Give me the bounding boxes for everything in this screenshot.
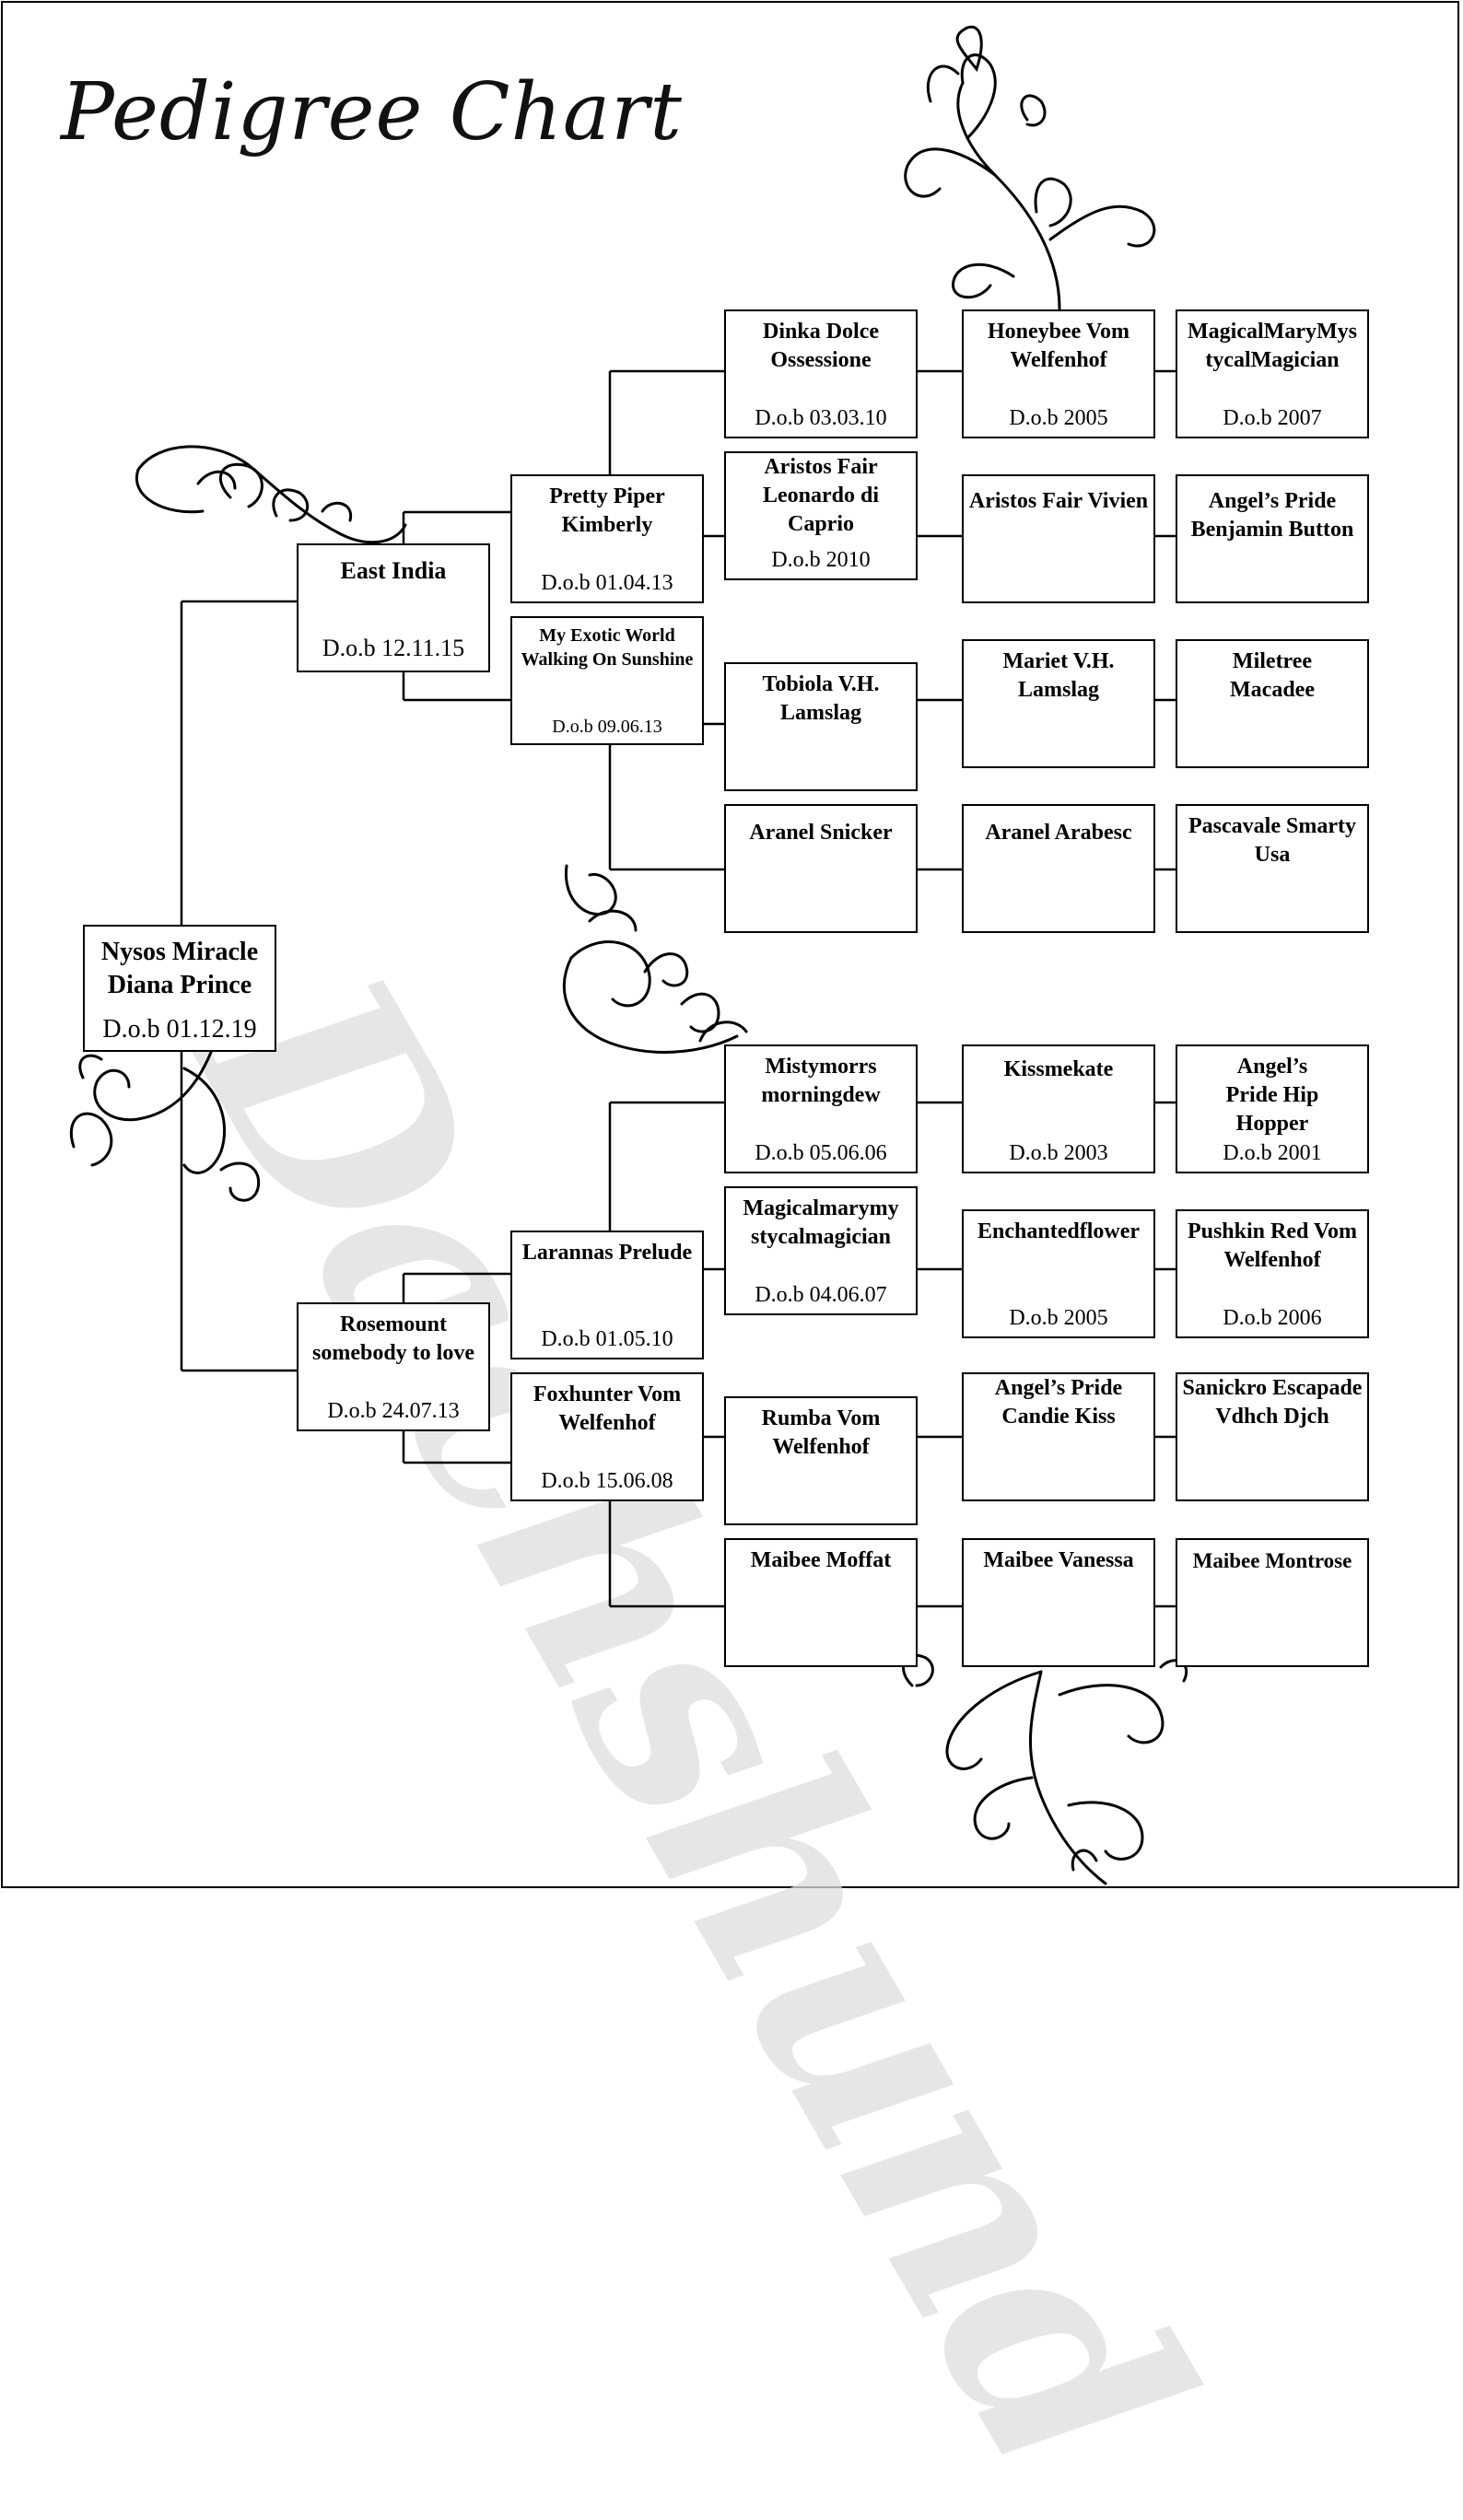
great-grandparent-box: Maibee Moffat [724, 1538, 918, 1667]
gen4-name: Aristos Fair Vivien [968, 489, 1149, 513]
dog-box: Nysos Miracle Diana Prince D.o.b 01.12.1… [83, 925, 276, 1052]
gen4-dob: D.o.b 2003 [1009, 1141, 1108, 1165]
gen5-box: Miletree Macadee [1176, 639, 1369, 768]
dam-box: Rosemount somebody to love D.o.b 24.07.1… [297, 1302, 490, 1431]
grandparent-dob: D.o.b 01.05.10 [541, 1327, 673, 1351]
gen4-name: Angel’s Pride Candie Kiss [994, 1376, 1123, 1429]
gen5-name: Angel’s Pride Benjamin Button [1190, 489, 1354, 542]
gen5-box: Pushkin Red Vom Welfenhof D.o.b 2006 [1176, 1209, 1369, 1338]
great-grandparent-name: Dinka Dolce Ossessione [763, 320, 879, 372]
gen5-name: MagicalMaryMystycalMagician [1188, 320, 1357, 372]
gen5-name: Miletree Macadee [1230, 649, 1315, 702]
great-grandparent-dob: D.o.b 2010 [771, 548, 871, 572]
gen4-name: Enchantedflower [977, 1219, 1140, 1243]
gen4-box: Maibee Vanessa [962, 1538, 1155, 1667]
gen4-name: Kissmekate [1003, 1057, 1114, 1081]
great-grandparent-name: Rumba Vom Welfenhof [761, 1406, 881, 1459]
great-grandparent-box: Rumba Vom Welfenhof [724, 1396, 918, 1525]
great-grandparent-box: Dinka Dolce Ossessione D.o.b 03.03.10 [724, 309, 918, 438]
sire-dob: D.o.b 12.11.15 [322, 635, 465, 661]
gen5-name: Maibee Montrose [1192, 1549, 1352, 1572]
gen5-box: MagicalMaryMystycalMagician D.o.b 2007 [1176, 309, 1369, 438]
gen5-dob: D.o.b 2001 [1223, 1141, 1322, 1165]
gen5-name: Pushkin Red Vom Welfenhof [1187, 1219, 1358, 1272]
gen4-box: Enchantedflower D.o.b 2005 [962, 1209, 1155, 1338]
grandparent-box: Larannas Prelude D.o.b 01.05.10 [510, 1231, 704, 1359]
gen5-name: Angel’s Pride Hip Hopper [1225, 1055, 1319, 1136]
gen5-box: Sanickro Escapade Vdhch Djch [1176, 1372, 1369, 1501]
vine-top-icon [904, 25, 1156, 310]
sire-box: East India D.o.b 12.11.15 [297, 543, 490, 672]
gen5-name: Pascavale Smarty Usa [1188, 814, 1356, 867]
gen5-name: Sanickro Escapade Vdhch Djch [1182, 1376, 1363, 1429]
vine-bottom-icon [902, 1653, 1188, 1885]
gen4-box: Aristos Fair Vivien [962, 474, 1155, 603]
sire-name: East India [340, 557, 447, 584]
vine-swirl-sire-icon [135, 445, 407, 544]
grandparent-dob: D.o.b 01.04.13 [541, 571, 673, 595]
grandparent-name: Pretty Piper Kimberly [549, 484, 665, 537]
great-grandparent-dob: D.o.b 03.03.10 [755, 406, 887, 430]
great-grandparent-name: Magicalmarymystycalmagician [743, 1196, 899, 1249]
gen4-name: Aranel Arabesc [985, 821, 1132, 845]
great-grandparent-box: Mistymorrs morningdew D.o.b 05.06.06 [724, 1044, 918, 1173]
great-grandparent-name: Aristos Fair Leonardo di Caprio [762, 455, 880, 536]
grandparent-dob: D.o.b 15.06.08 [541, 1469, 673, 1493]
gen4-dob: D.o.b 2005 [1009, 1306, 1108, 1330]
dog-name: Nysos Miracle Diana Prince [100, 938, 259, 999]
gen4-dob: D.o.b 2005 [1009, 406, 1108, 430]
gen5-box: Angel’s Pride Hip Hopper D.o.b 2001 [1176, 1044, 1369, 1173]
great-grandparent-dob: D.o.b 05.06.06 [755, 1141, 887, 1165]
gen4-name: Honeybee Vom Welfenhof [987, 320, 1129, 372]
gen4-name: Maibee Vanessa [983, 1548, 1134, 1572]
gen4-box: Mariet V.H. Lamslag [962, 639, 1155, 768]
page-title: Pedigree Chart [61, 66, 683, 158]
great-grandparent-name: Aranel Snicker [749, 821, 893, 845]
gen5-box: Maibee Montrose [1176, 1538, 1369, 1667]
great-grandparent-dob: D.o.b 04.06.07 [755, 1283, 887, 1307]
gen4-name: Mariet V.H. Lamslag [1002, 649, 1115, 702]
gen4-box: Kissmekate D.o.b 2003 [962, 1044, 1155, 1173]
gen5-dob: D.o.b 2007 [1223, 406, 1322, 430]
great-grandparent-name: Maibee Moffat [750, 1548, 892, 1572]
gen4-box: Honeybee Vom Welfenhof D.o.b 2005 [962, 309, 1155, 438]
great-grandparent-box: Magicalmarymystycalmagician D.o.b 04.06.… [724, 1186, 918, 1315]
great-grandparent-name: Tobiola V.H. Lamslag [762, 672, 880, 725]
grandparent-dob: D.o.b 09.06.13 [552, 717, 662, 737]
gen4-box: Angel’s Pride Candie Kiss [962, 1372, 1155, 1501]
gen5-box: Pascavale Smarty Usa [1176, 804, 1369, 933]
gen5-dob: D.o.b 2006 [1223, 1306, 1322, 1330]
great-grandparent-box: Aristos Fair Leonardo di Caprio D.o.b 20… [724, 451, 918, 580]
floral-decorations [69, 25, 1188, 1885]
vine-swirl-middle-icon [562, 864, 748, 1054]
great-grandparent-box: Tobiola V.H. Lamslag [724, 662, 918, 791]
gen4-box: Aranel Arabesc [962, 804, 1155, 933]
grandparent-box: Pretty Piper Kimberly D.o.b 01.04.13 [510, 474, 704, 603]
grandparent-box: My Exotic World Walking On Sunshine D.o.… [510, 616, 704, 745]
pedigree-connector-lines [180, 369, 1176, 1608]
page-border [1, 1, 1459, 1888]
dog-dob: D.o.b 01.12.19 [102, 1015, 257, 1044]
grandparent-name: Foxhunter Vom Welfenhof [533, 1382, 682, 1435]
grandparent-name: Larannas Prelude [521, 1241, 693, 1265]
grandparent-name: My Exotic World Walking On Sunshine [521, 625, 694, 670]
great-grandparent-box: Aranel Snicker [724, 804, 918, 933]
gen5-box: Angel’s Pride Benjamin Button [1176, 474, 1369, 603]
great-grandparent-name: Mistymorrs morningdew [761, 1055, 881, 1107]
dam-dob: D.o.b 24.07.13 [327, 1399, 460, 1423]
grandparent-box: Foxhunter Vom Welfenhof D.o.b 15.06.08 [510, 1372, 704, 1501]
dam-name: Rosemount somebody to love [312, 1312, 474, 1365]
